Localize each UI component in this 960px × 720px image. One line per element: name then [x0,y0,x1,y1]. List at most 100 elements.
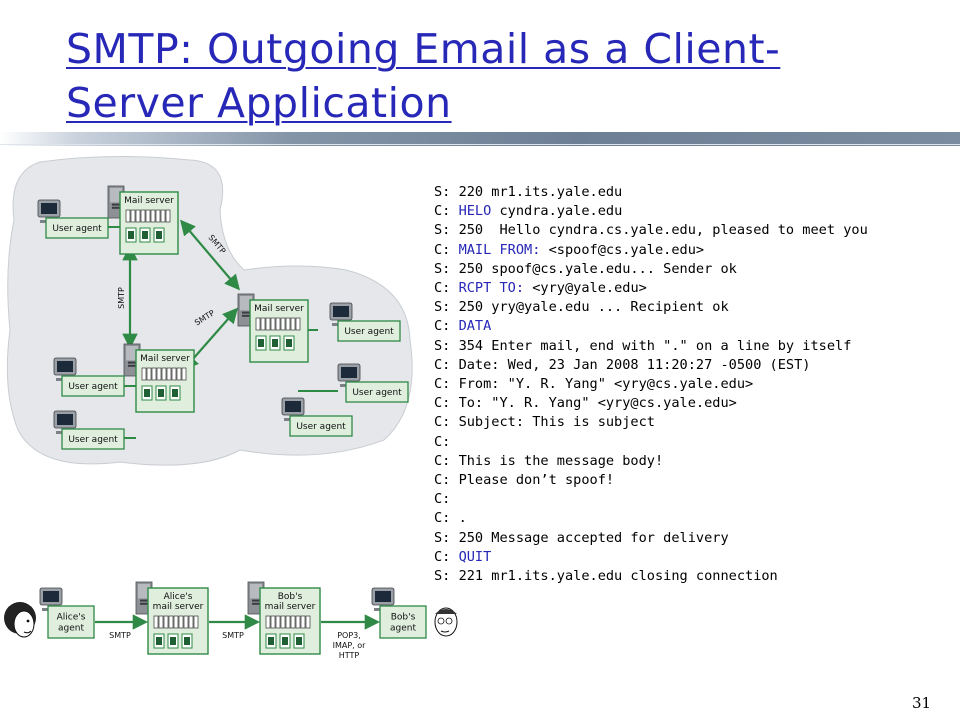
transcript-line: C: To: "Y. R. Yang" <yry@cs.yale.edu> [434,394,868,413]
transcript-text: From: "Y. R. Yang" <yry@cs.yale.edu> [458,376,754,393]
user-agent-label: Alice's [57,613,86,623]
mail-server-label: mail server [265,602,316,612]
transcript-line: S: 250 Hello cyndra.cs.yale.edu, pleased… [434,221,868,240]
transcript-line: S: 250 Message accepted for delivery [434,529,868,548]
slide-title-line-2: Server Application [66,79,452,127]
mail-server-label: Alice's [164,592,193,602]
transcript-prefix: S: [434,299,459,316]
transcript-prefix: C: [434,433,451,450]
transcript-line: C: QUIT [434,548,868,567]
transcript-line: S: 250 spoof@cs.yale.edu... Sender ok [434,260,868,279]
mailbox-icon [141,385,153,401]
transcript-prefix: C: [434,241,459,258]
transcript-line: C: RCPT TO: <yry@yale.edu> [434,279,868,298]
transcript-prefix: C: [434,203,459,220]
smtp-command-keyword: HELO [458,203,492,220]
mailbox-icon [293,633,305,649]
transcript-prefix: S: [434,337,459,354]
transcript-prefix: C: [434,356,459,373]
mailbox-icon [169,385,181,401]
transcript-text: To: "Y. R. Yang" <yry@cs.yale.edu> [458,395,737,412]
user-agent-box [289,415,353,437]
user-agent-box [61,428,125,450]
page-number: 31 [912,694,932,712]
smtp-label: SMTP [222,631,244,640]
user-agent-node: User agent [329,302,401,342]
transcript-prefix: S: [434,260,459,277]
user-agent-label: agent [390,624,416,634]
user-agent-label: Bob's [391,613,416,623]
transcript-prefix: S: [434,568,459,585]
message-queue-icon [255,317,301,331]
smtp-label: SMTP [117,287,126,309]
transcript-text: cyndra.yale.edu [491,203,623,220]
mailbox-icon [125,227,137,243]
mail-server-node: Mail server [123,343,195,413]
alice-face-icon [4,602,36,638]
title-divider-line [0,144,960,145]
mail-server-node: Mail server [237,293,309,363]
mail-server-label: Bob's [278,592,303,602]
user-agent-label: User agent [68,382,118,392]
mail-server-label: Mail server [124,196,174,206]
transcript-line: S: 354 Enter mail, end with "." on a lin… [434,337,868,356]
mailbox-icon [269,335,281,351]
transcript-text: <yry@yale.edu> [524,280,647,297]
mailbox-icon [255,335,267,351]
mailbox-icon [283,335,295,351]
user-agent-node: User agent [37,199,109,239]
transcript-text: Subject: This is subject [458,414,655,431]
transcript-line: C: . [434,509,868,528]
transcript-text: 250 yry@yale.edu ... Recipient ok [458,299,729,316]
transcript-prefix: S: [434,529,459,546]
transcript-prefix: C: [434,318,459,335]
smtp-command-keyword: DATA [458,318,492,335]
mailbox-icon [153,227,165,243]
transcript-line: C: Subject: This is subject [434,413,868,432]
message-queue-icon [141,367,187,381]
transcript-text: Please don’t spoof! [458,472,615,489]
transcript-text: 354 Enter mail, end with "." on a line b… [458,337,852,354]
user-agent-label: User agent [352,388,402,398]
mail-server-box [135,349,195,413]
user-agent-node: User agent [53,357,125,397]
mail-server-node: Mail server [107,185,179,255]
transcript-prefix: C: [434,452,459,469]
user-agent-box [61,375,125,397]
user-agent-node: User agent [337,363,409,403]
transcript-prefix: C: [434,395,459,412]
smtp-arrow [180,219,240,291]
slide-title-line-1: SMTP: Outgoing Email as a Client- [66,25,781,73]
transcript-prefix: C: [434,510,459,527]
transcript-line: S: 220 mr1.its.yale.edu [434,183,868,202]
transcript-text: This is the message body! [458,452,664,469]
message-queue-icon [265,615,311,629]
mail-server-box [249,299,309,363]
transcript-text: 250 spoof@cs.yale.edu... Sender ok [458,260,737,277]
transcript-line: C: [434,433,868,452]
transcript-text: 250 Message accepted for delivery [458,529,729,546]
mailbox-icon [265,633,277,649]
transcript-text: 221 mr1.its.yale.edu closing connection [458,568,778,585]
mailbox-icon [155,385,167,401]
transcript-line: C: From: "Y. R. Yang" <yry@cs.yale.edu> [434,375,868,394]
access-protocol-label: IMAP, or [333,641,367,650]
user-agent-label: User agent [296,422,346,432]
transcript-line: C: Date: Wed, 23 Jan 2008 11:20:27 -0500… [434,356,868,375]
transcript-text: <spoof@cs.yale.edu> [540,241,705,258]
user-agent-box [337,320,401,342]
user-agent-label: User agent [68,435,118,445]
transcript-prefix: C: [434,491,451,508]
smtp-command-keyword: RCPT TO: [458,280,525,297]
transcript-line: C: Please don’t spoof! [434,471,868,490]
user-agent-label: User agent [52,224,102,234]
user-agent-label: agent [58,624,84,634]
title-divider-bar [0,132,960,146]
smtp-command-keyword: QUIT [458,548,492,565]
